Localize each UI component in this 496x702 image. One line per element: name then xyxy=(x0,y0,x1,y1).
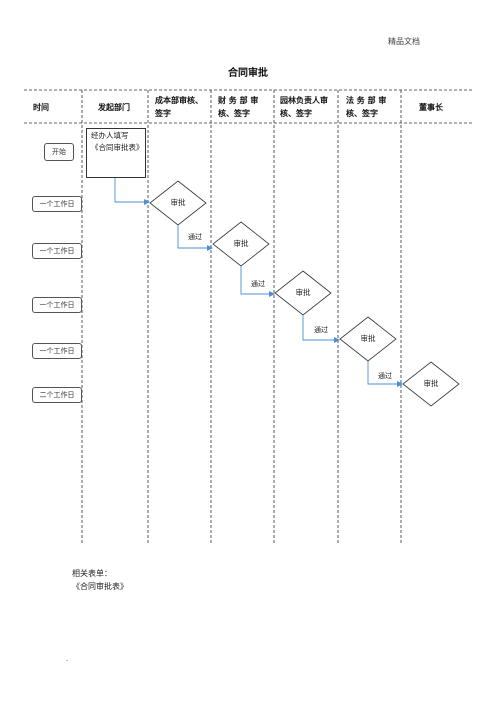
related-forms-heading: 相关表单： xyxy=(72,569,112,578)
time-label: 一个工作日 xyxy=(32,297,82,313)
approve-label: 审批 xyxy=(170,198,186,207)
col-legal: 法 务 部 审 核、签字 xyxy=(346,96,387,118)
approve-diamond-5 xyxy=(402,361,460,407)
start-node: 开始 xyxy=(44,143,74,161)
approve-label: 审批 xyxy=(360,334,376,343)
approve-label: 审批 xyxy=(295,288,311,297)
col-initiator: 发起部门 xyxy=(98,103,130,112)
pass-label: 通过 xyxy=(314,326,328,334)
time-label: 二个工作日 xyxy=(32,387,82,403)
approve-label: 审批 xyxy=(423,379,439,388)
pass-label: 通过 xyxy=(188,233,202,241)
page-title: 合同审批 xyxy=(228,68,268,79)
footer-mark: . xyxy=(66,655,69,663)
col-time: 时间 xyxy=(33,103,49,112)
time-label: 一个工作日 xyxy=(32,343,82,359)
col-landscape: 园林负责人审核、签字 xyxy=(280,96,328,118)
approve-label: 审批 xyxy=(233,239,249,248)
fill-form-step: 经办人填写《合同审批表》 xyxy=(86,128,146,178)
pass-label: 通过 xyxy=(251,280,265,288)
col-cost: 成本部审核、签字 xyxy=(155,96,203,118)
col-chairman: 董事长 xyxy=(419,103,443,112)
time-label: 一个工作日 xyxy=(32,196,82,212)
related-form-item: 《合同审批表》 xyxy=(72,582,128,591)
pass-label: 通过 xyxy=(378,372,392,380)
time-label: 一个工作日 xyxy=(32,243,82,259)
col-finance: 财 务 部 审 核、签字 xyxy=(218,96,259,118)
watermark: 精品文档 xyxy=(388,37,420,46)
